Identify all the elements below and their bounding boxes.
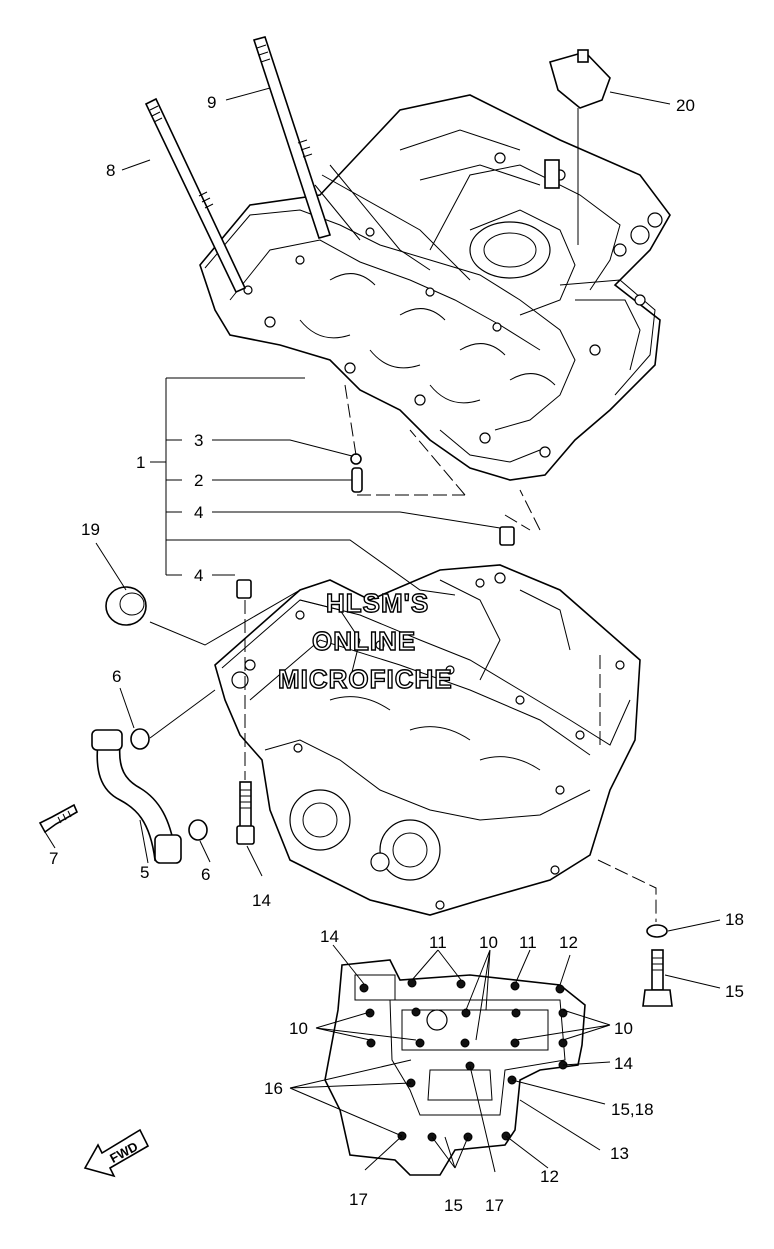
callout-13: 13 bbox=[610, 1144, 629, 1163]
callout-16: 16 bbox=[264, 1079, 283, 1098]
callout-3: 3 bbox=[194, 431, 203, 450]
callout-4b: 4 bbox=[194, 566, 203, 585]
callout-18: 18 bbox=[725, 910, 744, 929]
fwd-arrow: FWD bbox=[83, 1128, 150, 1178]
callout-12a: 12 bbox=[559, 933, 578, 952]
bolt-14 bbox=[236, 781, 255, 845]
fwd-label: FWD bbox=[107, 1139, 140, 1166]
callout-8: 8 bbox=[106, 161, 115, 180]
callout-6a: 6 bbox=[112, 667, 121, 686]
o-ring-3 bbox=[350, 453, 362, 465]
callout-11a: 11 bbox=[429, 933, 447, 952]
callout-10c: 10 bbox=[614, 1019, 633, 1038]
plug-19 bbox=[105, 586, 301, 646]
callout-11b: 11 bbox=[519, 933, 537, 952]
leader-lines bbox=[44, 87, 721, 1173]
o-ring-6a bbox=[130, 728, 150, 750]
callout-17b: 17 bbox=[485, 1196, 504, 1215]
callout-12b: 12 bbox=[540, 1167, 559, 1186]
callout-14a: 14 bbox=[252, 891, 271, 910]
callout-10b: 10 bbox=[289, 1019, 308, 1038]
bolt-7 bbox=[38, 803, 79, 834]
callout-19: 19 bbox=[81, 520, 100, 539]
stud-bolt-9 bbox=[252, 36, 332, 239]
callout-17a: 17 bbox=[349, 1190, 368, 1209]
upper-crankcase bbox=[199, 94, 671, 481]
callout-9: 9 bbox=[207, 93, 216, 112]
washer-18 bbox=[646, 924, 668, 938]
oil-pipe-5 bbox=[91, 729, 182, 864]
breather-cap-20 bbox=[549, 49, 611, 245]
watermark-line-3: MICROFICHE bbox=[278, 664, 453, 694]
callout-15-18: 15,18 bbox=[611, 1100, 654, 1119]
o-ring-6b bbox=[188, 819, 208, 841]
bolt-15 bbox=[642, 949, 673, 1007]
dowel-pin-4a bbox=[499, 526, 515, 546]
dowel-pin-2 bbox=[351, 467, 363, 493]
callout-6b: 6 bbox=[201, 865, 210, 884]
watermark-line-2: ONLINE bbox=[312, 626, 416, 656]
lower-crankcase bbox=[214, 564, 641, 916]
callout-1: 1 bbox=[136, 453, 145, 472]
callout-10a: 10 bbox=[479, 933, 498, 952]
watermark-line-1: HLSM'S bbox=[326, 588, 429, 618]
callout-4a: 4 bbox=[194, 503, 203, 522]
callout-labels: 1 2 3 4 4 5 6 6 7 8 9 10 10 10 11 11 12 … bbox=[49, 93, 744, 1215]
callout-14c: 14 bbox=[614, 1054, 633, 1073]
callout-15b: 15 bbox=[444, 1196, 463, 1215]
callout-15a: 15 bbox=[725, 982, 744, 1001]
callout-7: 7 bbox=[49, 849, 58, 868]
callout-14b: 14 bbox=[320, 927, 339, 946]
callout-20: 20 bbox=[676, 96, 695, 115]
watermark: HLSM'S ONLINE MICROFICHE bbox=[277, 587, 453, 694]
dowel-pin-4b bbox=[236, 579, 252, 599]
stud-bolt-8 bbox=[144, 97, 247, 294]
callout-2: 2 bbox=[194, 471, 203, 490]
callout-5: 5 bbox=[140, 863, 149, 882]
